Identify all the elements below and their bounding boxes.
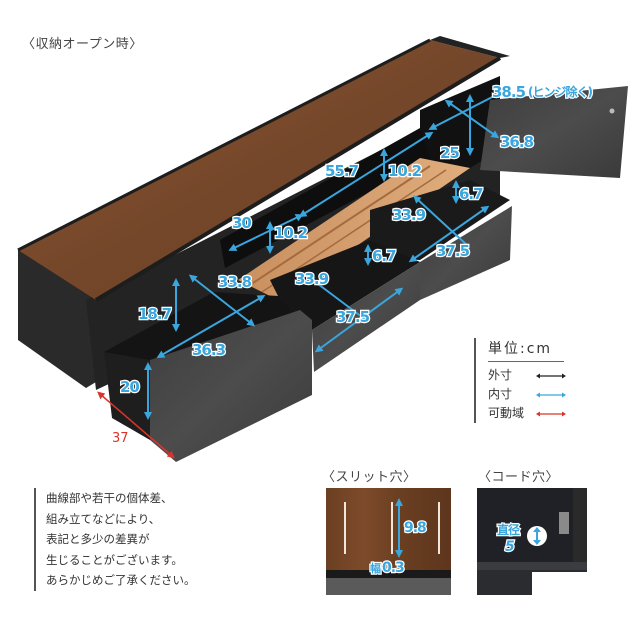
dim-right-drawer-width: 33.9	[392, 206, 426, 224]
dim-left-drawer-depth: 36.3	[192, 341, 226, 359]
dim-right-cabinet-height: 25	[440, 144, 459, 162]
slit-hole	[391, 502, 393, 554]
unit-legend: 単位:cm 外寸 内寸 可動域	[474, 338, 608, 423]
dim-center-drawer-width: 33.9	[295, 270, 329, 288]
legend-item-outer: 外寸	[488, 366, 608, 385]
slit-detail-photo: 9.8 幅 0.3	[326, 488, 451, 595]
dim-center-drawer-height: 6.7	[372, 247, 396, 265]
cord-detail-photo: 直径 5	[477, 488, 587, 595]
section-title: 〈収納オープン時〉	[22, 37, 143, 52]
dim-drawer-travel: 37	[112, 431, 129, 446]
cord-diameter-label: 直径	[497, 522, 520, 537]
dim-left-shelf-width: 30	[232, 214, 251, 232]
dim-right-drawer-depth: 37.5	[436, 242, 470, 260]
slit-hole	[344, 502, 346, 554]
legend-item-motion: 可動域	[488, 404, 608, 423]
legend-item-inner: 内寸	[488, 385, 608, 404]
cord-diameter-value: 5	[505, 539, 515, 555]
dim-right-cabinet-note: (ヒンジ除く)	[528, 84, 592, 99]
dim-left-drawer-height: 18.7	[138, 305, 172, 323]
dim-center-shelf-width: 55.7	[325, 162, 359, 180]
cord-detail-title: 〈コード穴〉	[478, 470, 560, 485]
slit-hole	[438, 502, 440, 554]
slit-height-value: 9.8	[404, 520, 426, 536]
inner-dimension-arrows	[144, 91, 504, 420]
dim-left-shelf-height: 10.2	[274, 224, 308, 242]
legend-unit-label: 単位:cm	[488, 338, 564, 362]
blue-arrow-icon	[536, 392, 566, 397]
dim-right-drawer-height: 6.7	[459, 185, 483, 203]
dim-left-drawer-front-height: 20	[120, 378, 139, 396]
tv-board-illustration: 38.5 (ヒンジ除く) 36.8 25 55.7 10.2 30 10.2 6…	[17, 36, 628, 462]
dim-right-cabinet-width: 38.5	[492, 83, 526, 101]
dim-right-cabinet-depth: 36.8	[500, 133, 534, 151]
slit-width-value: 0.3	[382, 560, 404, 576]
flap-door	[480, 86, 628, 178]
hinge	[559, 512, 569, 534]
slit-detail-title: 〈スリット穴〉	[322, 470, 417, 485]
drawer-travel-arrow	[97, 391, 175, 459]
dim-left-drawer-width: 33.8	[218, 273, 252, 291]
disclaimer-note: 曲線部や若干の個体差、 組み立てなどにより、 表記と多少の差異が 生じることがご…	[34, 488, 196, 591]
wood-top-panel	[18, 40, 500, 300]
slit-width-label: 幅	[370, 561, 381, 575]
black-arrow-icon	[536, 373, 566, 378]
dim-center-shelf-height: 10.2	[388, 162, 422, 180]
dim-center-drawer-depth: 37.5	[336, 308, 370, 326]
red-arrow-icon	[536, 411, 566, 416]
